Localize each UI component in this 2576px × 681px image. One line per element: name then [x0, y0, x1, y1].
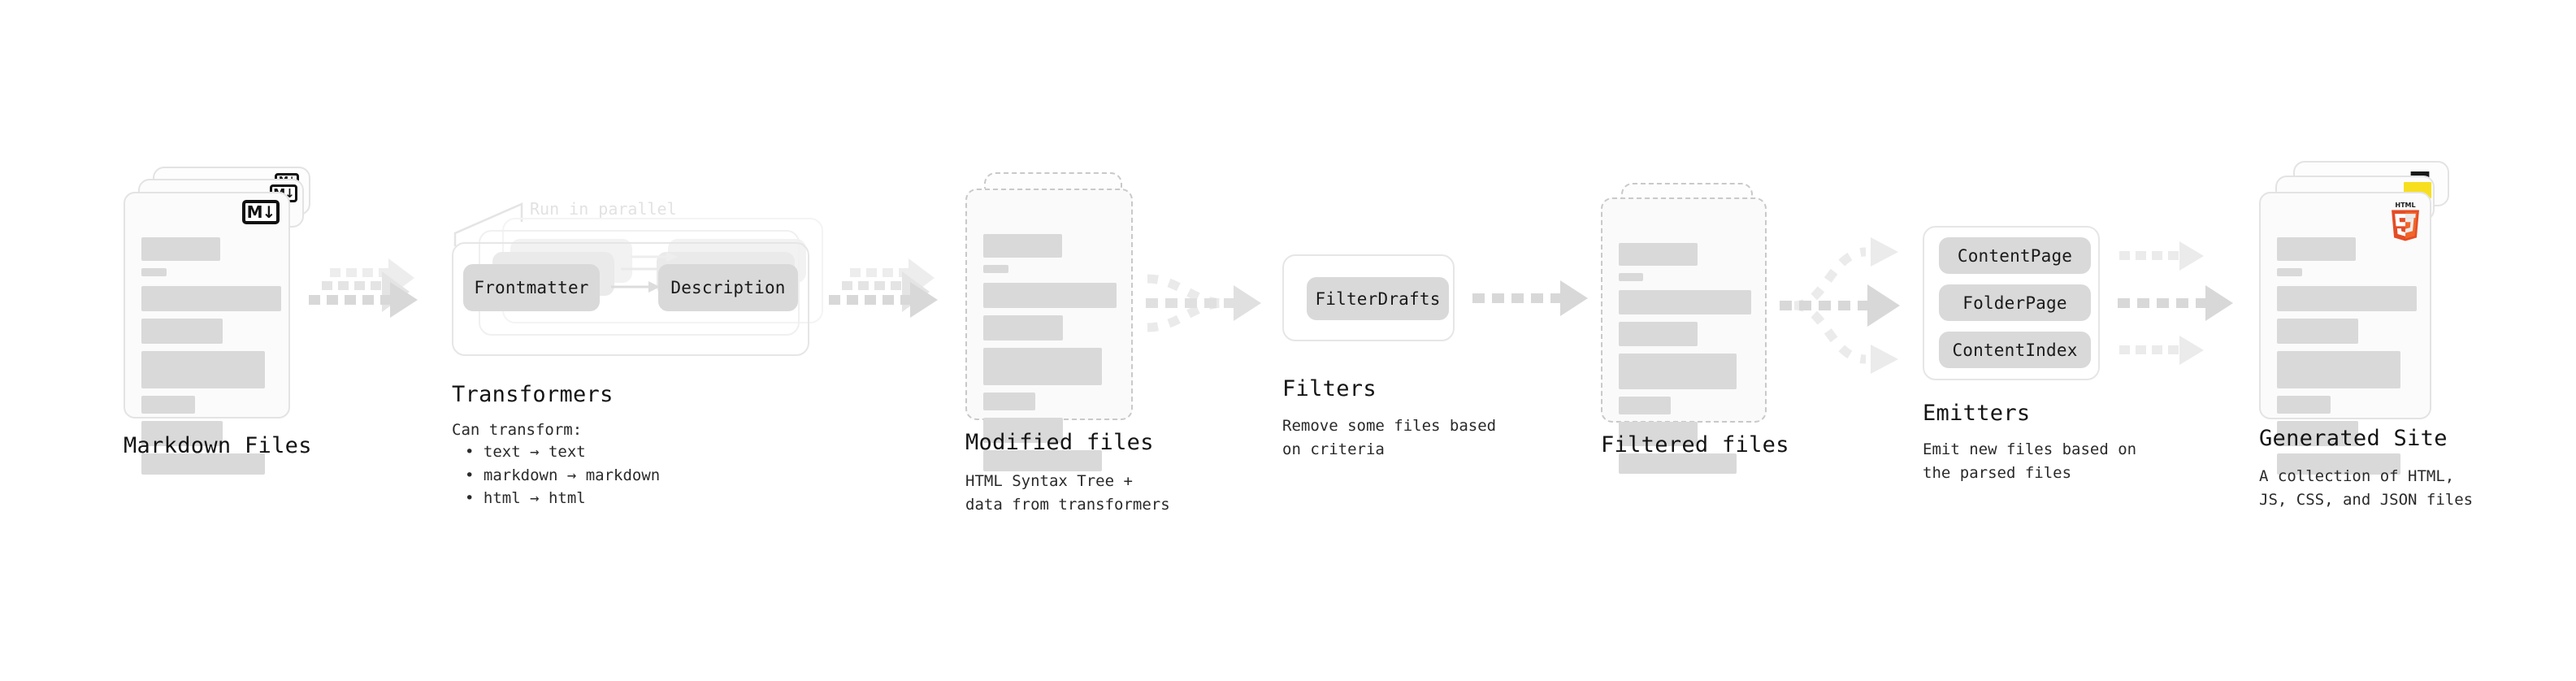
doc-line: [983, 265, 1008, 273]
arrow-filters-to-filtered: [1472, 280, 1588, 316]
transformers-title: Transformers: [452, 382, 614, 407]
doc-line: [1619, 453, 1737, 474]
doc-line: [2277, 319, 2358, 344]
doc-line: [983, 234, 1062, 258]
doc-line: [2277, 237, 2356, 261]
modified-files-card-stack: [965, 172, 1144, 471]
html5-icon: HTML: [2392, 202, 2419, 241]
doc-line: [141, 319, 223, 344]
doc-line: [2277, 453, 2400, 475]
doc-line: [1619, 397, 1671, 414]
filter-pill-filterdrafts[interactable]: FilterDrafts: [1307, 277, 1449, 320]
doc-line: [983, 348, 1102, 385]
doc-line: [1619, 243, 1698, 266]
filtered-card-front: [1601, 197, 1767, 474]
transformers-bullet: • html → html: [465, 489, 586, 507]
doc-line: [1619, 354, 1737, 389]
emitters-group: [1923, 226, 2100, 380]
doc-line: [1619, 322, 1698, 346]
doc-line: [983, 450, 1102, 471]
doc-line: [1619, 273, 1643, 281]
modified-card-front: [965, 189, 1133, 471]
arrow-filtered-to-emitters: [1780, 237, 1900, 374]
arrow-modified-to-filters: [1146, 274, 1261, 332]
doc-line: [141, 268, 167, 276]
emitters-caption: Emit new files based on the parsed files: [1923, 440, 2137, 482]
filters-caption: Remove some files based on criteria: [1282, 417, 1497, 458]
arrow-transformers-to-modified: [829, 258, 938, 318]
transformers-bullets: • text → text • markdown → markdown • ht…: [465, 440, 660, 510]
emitter-pill-contentpage[interactable]: ContentPage: [1939, 237, 2091, 274]
modified-files-caption: HTML Syntax Tree + data from transformer…: [965, 472, 1170, 514]
filtered-files-title: Filtered files: [1601, 432, 1789, 458]
doc-line: [141, 286, 281, 311]
transformer-inner-arrow-ghost-2: [631, 252, 678, 262]
generated-site-title: Generated Site: [2259, 426, 2448, 451]
doc-line: [983, 283, 1117, 308]
doc-line: [983, 393, 1035, 410]
filters-title: Filters: [1282, 376, 1377, 401]
doc-line: [1619, 422, 1698, 446]
doc-line: [2277, 421, 2358, 446]
emitter-pill-contentindex[interactable]: ContentIndex: [1939, 332, 2091, 368]
emitter-pill-folderpage[interactable]: FolderPage: [1939, 284, 2091, 321]
markdown-files-card-stack: M↓ M↓ M↓: [124, 167, 310, 475]
markdown-icon: M↓: [242, 200, 280, 224]
site-card-front: [2259, 192, 2431, 475]
svg-text:HTML: HTML: [2395, 202, 2415, 209]
filtered-files-card-stack: [1601, 183, 1780, 474]
transformers-group-stack: Frontmatter Description: [452, 218, 826, 356]
markdown-files-title: Markdown Files: [124, 433, 312, 458]
transformers-group: [452, 242, 809, 356]
doc-line: [2277, 396, 2331, 414]
doc-line: [2277, 351, 2400, 388]
arrow-markdown-to-transformers: [309, 258, 418, 318]
doc-line: [2277, 286, 2417, 311]
markdown-icon-label: M↓: [246, 202, 276, 222]
transformers-bullet: • markdown → markdown: [465, 466, 661, 484]
emitters-title: Emitters: [1923, 401, 2031, 426]
transformers-caption: Can transform:: [452, 421, 583, 439]
doc-line: [2277, 268, 2302, 276]
doc-line: [141, 453, 265, 475]
doc-line: [141, 421, 223, 446]
site-doc-lines: [2277, 237, 2417, 482]
doc-line: [141, 351, 265, 388]
modified-files-title: Modified files: [965, 430, 1154, 455]
transformer-pill-description[interactable]: Description: [658, 264, 798, 311]
doc-line: [1619, 290, 1751, 314]
markdown-card-front: [124, 192, 290, 475]
doc-line: [141, 396, 195, 414]
modified-doc-lines: [983, 234, 1117, 479]
transformer-inner-arrow: [611, 281, 660, 293]
filters-group: [1282, 254, 1455, 341]
arrow-emitters-to-site: [2118, 241, 2233, 365]
run-in-parallel-annotation: Run in parallel: [530, 199, 677, 219]
transformer-pill-frontmatter[interactable]: Frontmatter: [463, 264, 600, 311]
doc-line: [983, 418, 1063, 443]
transformers-bullet: • text → text: [465, 443, 586, 461]
run-in-parallel-bracket: [453, 202, 523, 246]
doc-line: [141, 237, 220, 261]
filtered-doc-lines: [1619, 243, 1751, 481]
generated-site-caption: A collection of HTML, JS, CSS, and JSON …: [2259, 467, 2474, 509]
markdown-doc-lines: [141, 237, 281, 482]
generated-site-card-stack: HTML: [2259, 161, 2454, 475]
doc-line: [983, 315, 1063, 340]
